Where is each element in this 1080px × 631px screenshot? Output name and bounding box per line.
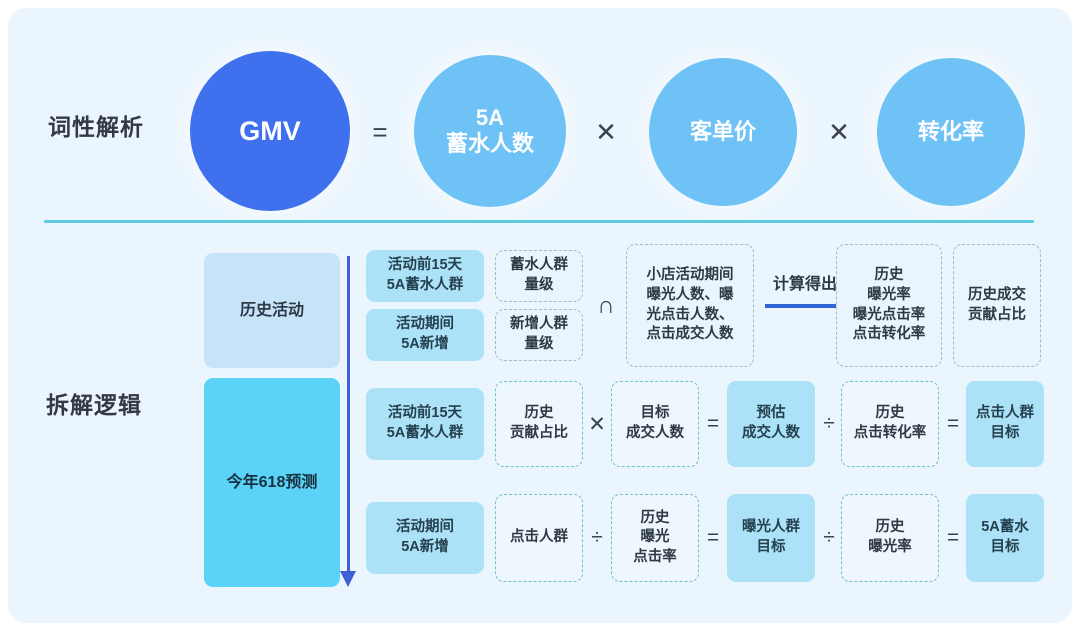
block-row1-magnitude-1-label: 蓄水人群量级 <box>510 257 568 293</box>
operator-row3-3: ÷ <box>818 518 840 558</box>
block-row1-magnitude-2: 新增人群量级 <box>495 309 583 361</box>
block-row3-item-2: 历史曝光点击率 <box>611 494 699 582</box>
downward-flow-arrow-head <box>340 571 356 587</box>
block-historical-rates: 历史曝光率曝光点击率点击转化率 <box>836 244 942 367</box>
circle-gmv-label: GMV <box>239 115 301 146</box>
downward-flow-arrow-line <box>347 256 350 574</box>
block-shop-activity-metrics: 小店活动期间曝光人数、曝光点击人数、点击成交人数 <box>626 244 754 367</box>
block-618-forecast-label: 今年618预测 <box>226 473 318 491</box>
operator-row2-1: ✕ <box>586 404 608 444</box>
operator-row2-2-symbol: = <box>706 412 720 435</box>
operator-row2-4: = <box>942 404 964 444</box>
operator-row2-3: ÷ <box>818 404 840 444</box>
operator-row3-4: = <box>942 518 964 558</box>
operator-row3-1: ÷ <box>586 518 608 558</box>
block-row2-item-2-label: 目标成交人数 <box>626 405 684 441</box>
block-historical-activity-label: 历史活动 <box>239 301 304 319</box>
operator-row2-1-symbol: ✕ <box>588 412 606 436</box>
operator-equals-top: = <box>363 115 397 149</box>
block-row2-item-3: 预估成交人数 <box>727 381 815 467</box>
operator-row3-2: = <box>702 518 724 558</box>
circle-average-order-value: 客单价 <box>649 58 797 206</box>
circle-aov-label: 客单价 <box>689 118 756 144</box>
operator-row3-1-symbol: ÷ <box>591 526 603 549</box>
block-historical-activity: 历史活动 <box>204 253 340 368</box>
block-row1-magnitude-1: 蓄水人群量级 <box>495 250 583 302</box>
operator-intersection: ∩ <box>594 286 618 326</box>
block-historical-rates-label: 历史曝光率曝光点击率点击转化率 <box>852 267 926 343</box>
operator-multiply-2-symbol: ✕ <box>828 116 850 147</box>
block-row3-item-1-label: 点击人群 <box>510 529 568 546</box>
circle-conversion-label: 转化率 <box>917 118 984 144</box>
block-row2-item-3-label: 预估成交人数 <box>742 405 800 441</box>
section-label-logic: 拆解逻辑 <box>46 392 142 418</box>
block-row3-item-4: 历史曝光率 <box>841 494 939 582</box>
operator-equals-symbol: = <box>372 116 388 147</box>
operator-row2-4-symbol: = <box>946 412 960 435</box>
operator-row3-4-symbol: = <box>946 526 960 549</box>
block-row1-magnitude-2-label: 新增人群量级 <box>510 316 568 352</box>
block-row2-item-2: 目标成交人数 <box>611 381 699 467</box>
operator-row2-3-symbol: ÷ <box>823 412 835 435</box>
operator-intersection-symbol: ∩ <box>597 292 615 319</box>
calculate-result-label: 计算得出 <box>772 276 837 293</box>
block-historical-share: 历史成交贡献占比 <box>953 244 1041 367</box>
block-row2-item-5-label: 点击人群目标 <box>976 405 1034 441</box>
block-row3-item-4-label: 历史曝光率 <box>868 519 912 555</box>
block-row2-item-5: 点击人群目标 <box>966 381 1044 467</box>
operator-row3-2-symbol: = <box>706 526 720 549</box>
block-row3-item-5-label: 5A蓄水目标 <box>981 519 1029 555</box>
block-historical-share-label: 历史成交贡献占比 <box>968 286 1026 323</box>
block-row2-item-1-label: 历史贡献占比 <box>510 405 568 441</box>
section-label-parse: 词性解析 <box>48 114 144 140</box>
block-row3-item-2-label: 历史曝光点击率 <box>633 509 677 565</box>
block-618-forecast: 今年618预测 <box>204 378 340 587</box>
block-row2-item-4: 历史点击转化率 <box>841 381 939 467</box>
block-row3-item-1: 点击人群 <box>495 494 583 582</box>
block-row2-item-1: 历史贡献占比 <box>495 381 583 467</box>
block-row3-item-3: 曝光人群目标 <box>727 494 815 582</box>
block-row3-item-5: 5A蓄水目标 <box>966 494 1044 582</box>
operator-multiply-1: ✕ <box>589 115 623 149</box>
section-divider <box>44 220 1034 223</box>
block-shop-activity-metrics-label: 小店活动期间曝光人数、曝光点击人数、点击成交人数 <box>646 267 734 343</box>
operator-row3-3-symbol: ÷ <box>823 526 835 549</box>
block-row3-item-3-label: 曝光人群目标 <box>742 519 800 555</box>
circle-conversion-rate: 转化率 <box>877 58 1025 206</box>
circle-gmv: GMV <box>190 51 350 211</box>
block-row2-item-4-label: 历史点击转化率 <box>853 405 927 441</box>
calculate-result-arrow-line <box>765 304 841 308</box>
operator-row2-2: = <box>702 404 724 444</box>
operator-multiply-1-symbol: ✕ <box>595 116 617 147</box>
operator-multiply-2: ✕ <box>822 115 856 149</box>
